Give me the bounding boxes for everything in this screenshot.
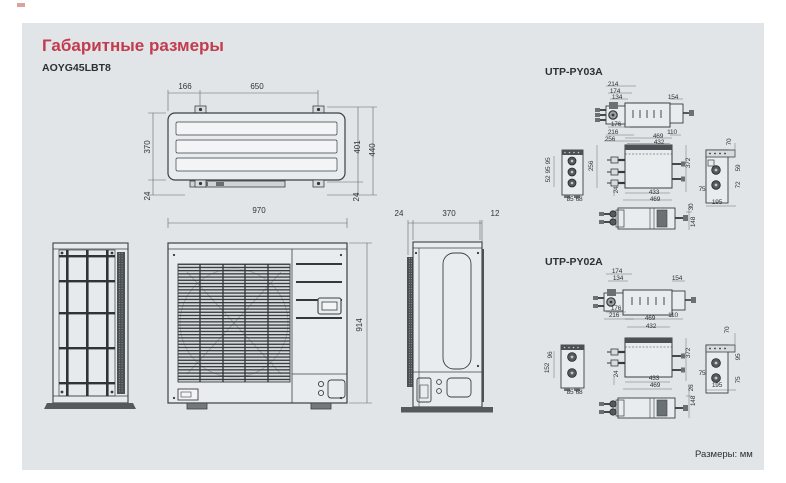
dim-label: 26 xyxy=(687,384,695,392)
dim-label: 72 xyxy=(734,181,742,189)
dim-label: 152 xyxy=(543,362,551,374)
dim-label: 95 xyxy=(544,166,552,174)
dim-label: 95 xyxy=(734,353,742,361)
py02a-drawing xyxy=(553,273,736,419)
dim-label: 96 xyxy=(546,351,554,359)
dim-label: 85 xyxy=(566,195,574,203)
dim-label: 75 xyxy=(698,185,706,193)
section-label-py03a: UTP-PY03A xyxy=(545,66,603,78)
dim-label: 134 xyxy=(611,93,623,101)
dim-label: 256 xyxy=(587,160,595,172)
dim-label: 134 xyxy=(612,274,624,282)
dim-label: 650 xyxy=(250,82,264,91)
dim-label: 148 xyxy=(689,216,697,228)
dim-label: 154 xyxy=(667,93,679,101)
dim-label: 24 xyxy=(612,370,620,378)
dim-label: 370 xyxy=(143,140,152,154)
dim-label: 12 xyxy=(490,209,500,218)
dim-label: 216 xyxy=(607,128,619,136)
dim-label: 372 xyxy=(684,347,692,359)
dim-label: 433 xyxy=(648,188,660,196)
dim-label: 469 xyxy=(652,132,664,140)
dim-label: 59 xyxy=(734,164,742,172)
dim-label: 154 xyxy=(671,274,683,282)
dim-label: 214 xyxy=(607,80,619,88)
dim-label: 75 xyxy=(734,376,742,384)
dim-label: 176 xyxy=(610,120,622,128)
dim-label: 970 xyxy=(252,206,266,215)
dim-label: 433 xyxy=(648,374,660,382)
dim-label: 370 xyxy=(442,209,456,218)
dim-label: 914 xyxy=(355,318,364,332)
dim-label: 24 xyxy=(143,191,152,201)
page-corner-mark xyxy=(17,3,25,7)
dim-label: 24 xyxy=(612,186,620,194)
dim-label: 216 xyxy=(608,311,620,319)
dim-label: 75 xyxy=(698,369,706,377)
dim-label: 195 xyxy=(711,381,723,389)
dim-label: 174 xyxy=(611,267,623,275)
dim-label: 110 xyxy=(667,128,677,136)
dim-label: 68 xyxy=(575,195,583,203)
dim-label: 432 xyxy=(653,138,665,146)
dim-label: 68 xyxy=(575,388,583,396)
dim-label: 110 xyxy=(668,311,678,319)
dim-label: 440 xyxy=(368,143,377,157)
dim-label: 256 xyxy=(604,135,616,143)
py03a-drawing xyxy=(553,85,736,230)
section-label-py02a: UTP-PY02A xyxy=(545,256,603,268)
dim-label: 469 xyxy=(649,381,661,389)
dim-label: 174 xyxy=(609,87,621,95)
content-panel xyxy=(22,23,764,470)
page-title: Габаритные размеры xyxy=(42,36,224,55)
main-unit-drawing xyxy=(44,90,493,413)
dim-label: 95 xyxy=(544,157,552,165)
dim-label: 372 xyxy=(684,157,692,169)
dim-label: 24 xyxy=(394,209,404,218)
dim-label: 70 xyxy=(725,138,733,146)
dim-label: 24 xyxy=(352,192,361,202)
dim-label: 176 xyxy=(610,304,622,312)
dim-label: 166 xyxy=(178,82,192,91)
model-label: AOYG45LBT8 xyxy=(42,62,111,74)
dim-label: 195 xyxy=(711,198,723,206)
dim-label: 85 xyxy=(566,388,574,396)
dim-label: 469 xyxy=(649,195,661,203)
dim-label: 401 xyxy=(353,140,362,154)
dim-label: 30 xyxy=(687,203,695,211)
dim-label: 432 xyxy=(645,322,657,330)
dim-label: 148 xyxy=(689,395,697,407)
dim-label: 469 xyxy=(644,314,656,322)
dim-label: 52 xyxy=(544,175,552,183)
dimensions-note: Размеры: мм xyxy=(695,449,753,460)
dim-label: 70 xyxy=(723,326,731,334)
